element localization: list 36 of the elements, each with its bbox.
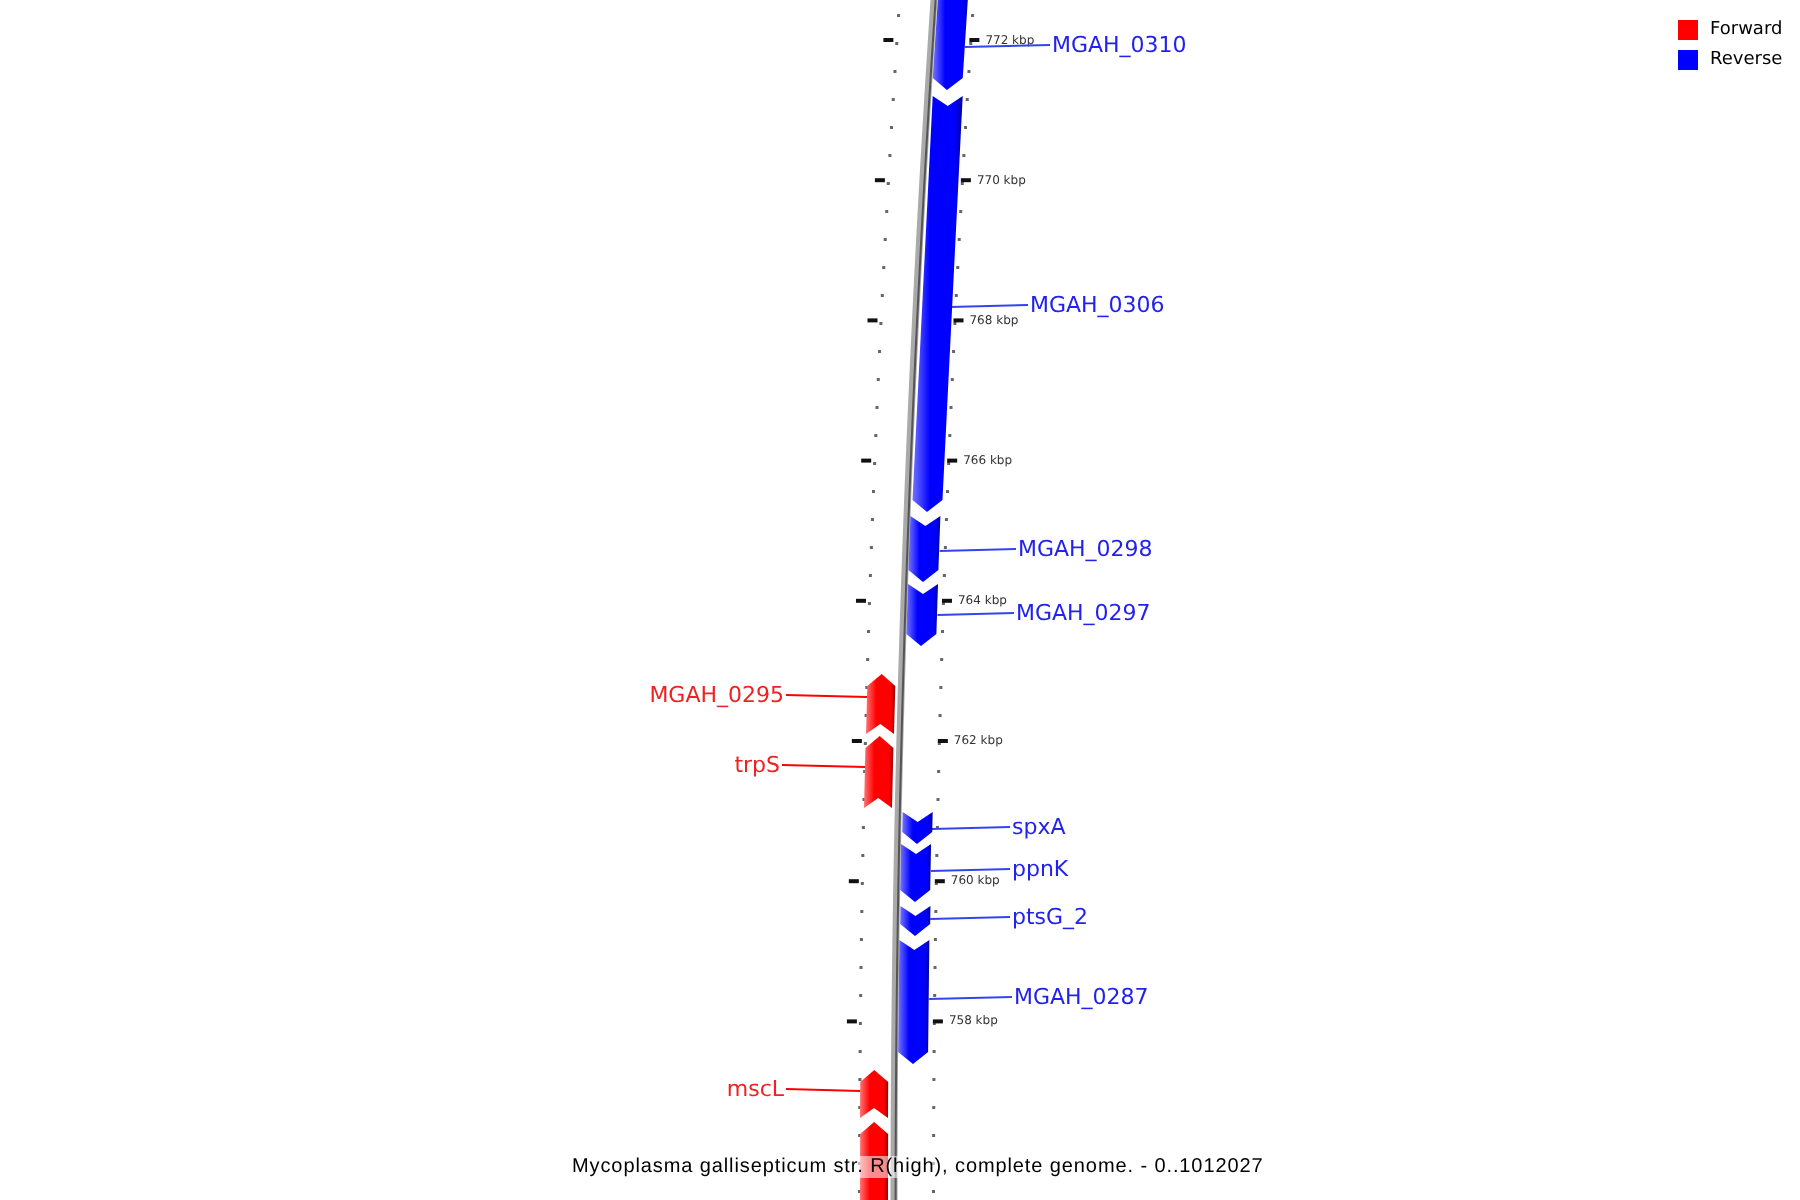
gene-label: MGAH_0310 [1052,32,1187,58]
legend-label: Reverse [1710,50,1783,70]
gene-label: spxA [1012,814,1066,840]
reverse-strand-gene [906,584,939,646]
caption: Mycoplasma gallisepticum str. R(high), complete genome. - 0..1012027 [572,1156,1264,1178]
leader-line [938,548,1017,552]
forward-strand-gene [866,674,896,734]
leader-line [936,612,1015,616]
gene-label: MGAH_0306 [1030,292,1165,318]
gene-label: ppnK [1012,856,1069,882]
reverse-strand-gene [899,906,931,936]
leader-line [785,694,869,698]
reverse-strand-gene [898,940,930,1064]
leader-line [781,764,867,768]
reverse-strand-gene [900,844,932,902]
gene-label: MGAH_0295 [649,682,784,708]
gene-label: MGAH_0297 [1016,600,1151,626]
leader-line [963,44,1051,48]
gene-label: MGAH_0298 [1018,536,1153,562]
legend-label: Forward [1710,20,1783,40]
leader-line [785,1088,862,1092]
reverse-strand-gene [908,516,941,582]
leader-line [929,916,1011,920]
gene-label: trpS [734,752,780,778]
gene-label: MGAH_0287 [1014,984,1149,1010]
leader-line [930,826,1011,830]
forward-strand-gene [864,736,894,808]
leader-line [949,304,1029,308]
leader-line [930,868,1011,872]
gene-label: mscL [726,1076,784,1102]
reverse-strand-gene [932,0,969,90]
leader-line [928,996,1013,1000]
reverse-strand-gene [901,812,933,844]
gene-label: ptsG_2 [1012,904,1089,930]
reverse-strand-gene [911,96,962,512]
forward-strand-gene [860,1070,889,1118]
